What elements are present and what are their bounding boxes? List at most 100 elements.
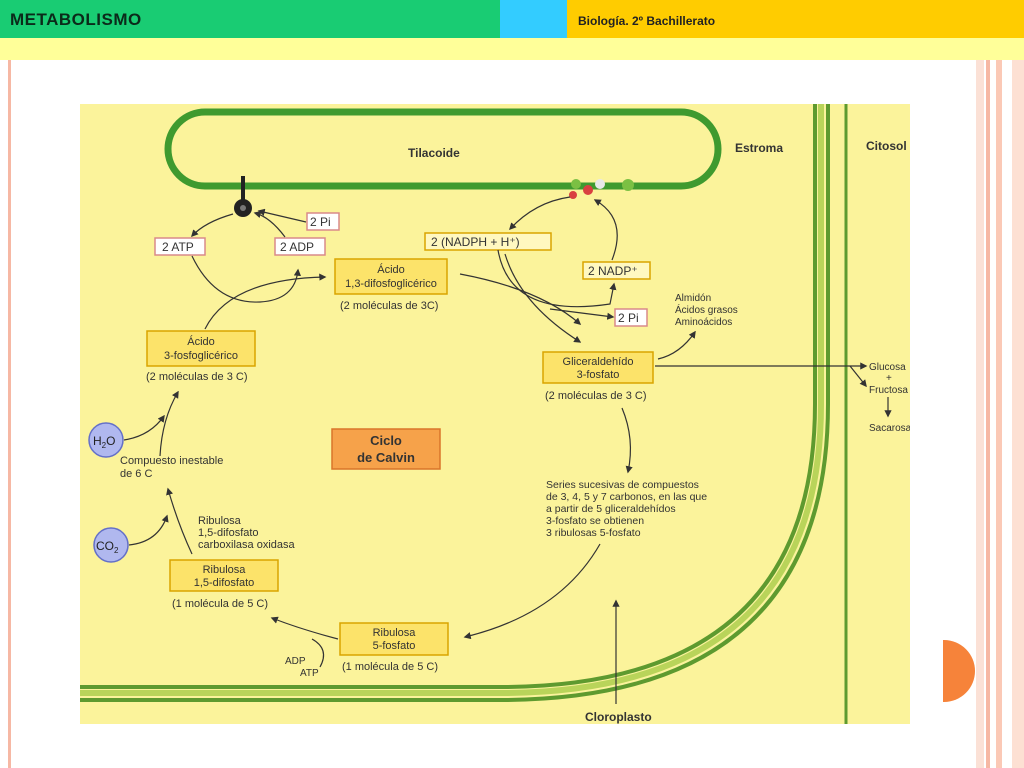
label-estroma: Estroma — [735, 141, 783, 155]
svg-text:2 ADP: 2 ADP — [280, 240, 314, 254]
figure-background — [80, 104, 910, 724]
slide-title: METABOLISMO — [10, 10, 142, 29]
svg-text:5-fosfato: 5-fosfato — [373, 640, 416, 652]
svg-text:Ácido: Ácido — [377, 263, 405, 276]
note-acidos-grasos: Ácidos grasos — [675, 303, 738, 316]
right-margin-band — [976, 60, 984, 768]
note-glucosa: Glucosa — [869, 362, 906, 373]
svg-text:2 NADP⁺: 2 NADP⁺ — [588, 264, 638, 278]
note-1-molecula-5c-b: (1 molécula de 5 C) — [342, 661, 438, 673]
svg-text:CO2: CO2 — [96, 539, 119, 555]
box-ribulosa-15-difosfato: Ribulosa 1,5-difosfato — [169, 559, 279, 592]
svg-text:H2O: H2O — [93, 434, 115, 450]
box-2-pi-right: 2 Pi — [614, 308, 648, 327]
svg-text:3-fosfoglicérico: 3-fosfoglicérico — [164, 350, 238, 362]
note-2-moleculas-3c-c: (2 moléculas de 3 C) — [545, 390, 647, 402]
svg-text:Ácido: Ácido — [187, 335, 215, 348]
note-2-moleculas-3c-b: (2 moléculas de 3 C) — [146, 371, 248, 383]
arrow-nadph-to-nadp — [497, 249, 617, 308]
box-2-pi-top: 2 Pi — [306, 212, 340, 231]
arrow-acido3-to-acido13 — [204, 273, 327, 330]
box-gliceraldehido-3-fosfato: Gliceraldehído 3-fosfato — [542, 351, 654, 384]
arrow-co2-in — [128, 514, 169, 546]
note-compuesto-inestable: Compuesto inestable — [120, 455, 223, 467]
note-almidon: Almidón — [675, 293, 711, 304]
note-sacarosa: Sacarosa — [869, 423, 910, 434]
chloroplast-membrane-middle — [80, 104, 824, 696]
box-2-nadph: 2 (NADPH + H⁺) — [424, 232, 552, 251]
header-bar-green — [0, 0, 500, 38]
right-margin-line-2 — [996, 60, 1002, 768]
label-citosol: Citosol — [866, 139, 907, 153]
svg-text:2 Pi: 2 Pi — [310, 215, 331, 229]
svg-text:3-fosfato: 3-fosfato — [577, 369, 620, 381]
chloroplast-membrane-inner — [80, 104, 817, 689]
atp-synthase-core — [240, 205, 246, 211]
note-fructosa: Fructosa — [869, 385, 908, 396]
note-series-l4: 3-fosfato se obtienen — [546, 515, 644, 527]
right-margin-line-1 — [986, 60, 990, 768]
note-enzima-l2: 1,5-difosfato — [198, 527, 259, 539]
note-series-l3: a partir de 5 gliceraldehídos — [546, 503, 676, 515]
note-atp-small: ATP — [300, 668, 319, 679]
arrow-series-to-ribulosa5 — [463, 543, 601, 640]
box-acido-13-difosfoglicerico: Ácido 1,3-difosfoglicérico — [334, 258, 448, 295]
thylakoid-membrane — [164, 108, 722, 190]
orange-tab — [943, 640, 975, 702]
box-2-atp: 2 ATP — [154, 237, 206, 256]
box-2-nadp: 2 NADP⁺ — [582, 261, 651, 280]
arrow-nadph-to-glyceraldehyde — [504, 253, 582, 343]
arrow-glyceraldehyde-to-series — [621, 407, 633, 474]
header-strip — [0, 38, 1024, 60]
header-bar-yellow — [567, 0, 1024, 38]
note-de-6c: de 6 C — [120, 468, 152, 480]
box-2-adp: 2 ADP — [274, 237, 326, 256]
note-adp-small: ADP — [285, 656, 306, 667]
note-series-l1: Series sucesivas de compuestos — [546, 479, 699, 491]
note-2-moleculas-3c-a: (2 moléculas de 3C) — [340, 300, 438, 312]
arrow-to-pi-right — [549, 308, 615, 320]
note-plus: + — [886, 373, 892, 384]
svg-text:2 Pi: 2 Pi — [618, 311, 639, 325]
arrow-atp-consumption — [191, 255, 302, 303]
carrier-dot-red-2 — [569, 191, 577, 199]
note-enzima-l3: carboxilasa oxidasa — [198, 539, 295, 551]
svg-text:Ribulosa: Ribulosa — [373, 627, 417, 639]
label-cloroplasto: Cloroplasto — [585, 710, 652, 724]
box-ribulosa-5-fosfato: Ribulosa 5-fosfato — [339, 622, 449, 656]
svg-text:Ribulosa: Ribulosa — [203, 564, 247, 576]
arrow-nadp-to-thylakoid — [593, 199, 618, 261]
calvin-cycle-figure: Tilacoide Estroma Citosol 2 ATP 2 ADP 2 … — [80, 104, 910, 724]
carrier-dot-red-1 — [583, 185, 593, 195]
arrow-ribulosa-to-compuesto — [166, 487, 193, 555]
svg-text:2 ATP: 2 ATP — [162, 240, 194, 254]
note-series-l2: de 3, 4, 5 y 7 carbonos, en las que — [546, 491, 707, 503]
svg-text:Gliceraldehído: Gliceraldehído — [563, 356, 634, 368]
arrow-ribulosa5-to-ribulosa15 — [270, 616, 339, 640]
arrow-to-fructosa — [849, 365, 867, 388]
left-margin-line — [8, 60, 11, 768]
arrow-synthase-to-atp — [191, 213, 234, 238]
header-bar-cyan — [500, 0, 567, 38]
arrow-h2o-in — [123, 414, 165, 441]
chloroplast-membrane-outer — [80, 104, 830, 702]
svg-text:2 (NADPH + H⁺): 2 (NADPH + H⁺) — [431, 235, 520, 249]
note-1-molecula-5c-a: (1 molécula de 5 C) — [172, 598, 268, 610]
molecule-h2o: H2O — [88, 422, 124, 458]
carrier-dot-green-1 — [571, 179, 581, 189]
svg-text:de Calvin: de Calvin — [357, 450, 415, 465]
svg-text:1,3-difosfoglicérico: 1,3-difosfoglicérico — [345, 278, 437, 290]
svg-text:1,5-difosfato: 1,5-difosfato — [194, 577, 255, 589]
note-series-l5: 3 ribulosas 5-fosfato — [546, 527, 641, 539]
slide-subtitle: Biología. 2º Bachillerato — [578, 14, 716, 28]
arrow-to-nadph — [509, 196, 571, 231]
arrow-to-products — [657, 330, 696, 360]
right-margin-line-3 — [1012, 60, 1024, 768]
box-acido-3-fosfoglicerico: Ácido 3-fosfoglicérico — [146, 330, 256, 367]
carrier-dot-white — [595, 179, 605, 189]
arrow-atp-adp-loop — [311, 638, 325, 668]
molecule-co2: CO2 — [93, 527, 129, 563]
arrow-adp-to-synthase — [253, 211, 286, 238]
svg-text:Ciclo: Ciclo — [370, 433, 402, 448]
arrow-compuesto-to-acido3 — [159, 390, 179, 457]
